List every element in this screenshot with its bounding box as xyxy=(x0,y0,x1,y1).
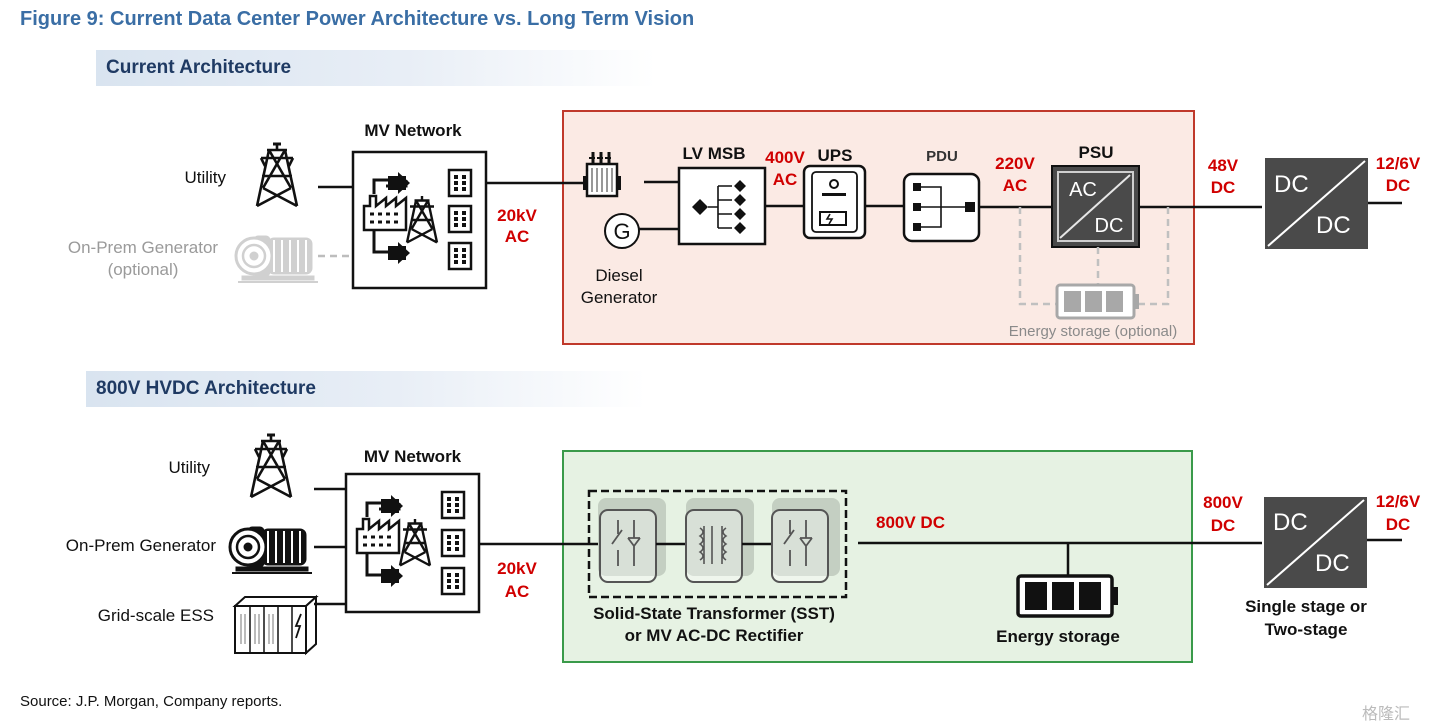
hvdc-dcdc-top-label: DC xyxy=(1273,509,1308,536)
rack-icon xyxy=(440,566,466,596)
voltage-20kv-ac: AC xyxy=(504,227,530,246)
hvdc-voltage-12-6v: 12/6V xyxy=(1375,492,1421,511)
rack-icon xyxy=(447,241,473,271)
transformer-icon xyxy=(685,498,754,583)
voltage-48v: 48V xyxy=(1207,156,1239,175)
sst-container xyxy=(587,489,848,599)
transmission-tower-icon xyxy=(255,142,299,208)
hvdc-voltage-800v-dc: DC xyxy=(1210,516,1236,535)
utility-label: Utility xyxy=(184,168,226,187)
diesel-generator-label: Diesel xyxy=(595,266,643,285)
rack-icon xyxy=(447,204,473,234)
mv-network-label: MV Network xyxy=(364,121,462,140)
section-heading-current: Current Architecture xyxy=(96,50,656,86)
hvdc-voltage-12-6v-dc: DC xyxy=(1385,515,1411,534)
transformer-icon xyxy=(583,152,621,198)
rectifier-icon xyxy=(771,498,840,583)
section-heading-hvdc: 800V HVDC Architecture xyxy=(86,371,646,407)
battery-icon xyxy=(1055,283,1139,320)
hvdc-voltage-800v: 800V xyxy=(1203,493,1243,512)
rack-icon xyxy=(440,528,466,558)
generator-motor-icon xyxy=(234,234,320,284)
voltage-400v: 400V xyxy=(765,148,805,167)
ess-container-icon xyxy=(232,594,319,656)
rectifier-icon xyxy=(598,498,666,583)
source-note: Source: J.P. Morgan, Company reports. xyxy=(20,693,283,710)
pdu-label: PDU xyxy=(926,148,958,165)
rack-icon xyxy=(447,168,473,198)
battery-icon xyxy=(1016,574,1118,618)
hvdc-voltage-20kv-ac: AC xyxy=(504,582,530,601)
voltage-12-6v: 12/6V xyxy=(1375,154,1421,173)
psu-ac-label: AC xyxy=(1069,179,1097,201)
hvdc-energy-storage-label: Energy storage xyxy=(996,627,1120,646)
switchboard-icon xyxy=(677,166,767,246)
voltage-220v: 220V xyxy=(995,154,1035,173)
voltage-20kv: 20kV xyxy=(497,206,537,225)
lv-msb-label: LV MSB xyxy=(682,144,746,163)
optional-label: (optional) xyxy=(107,260,179,279)
grid-ess-label: Grid-scale ESS xyxy=(97,606,214,625)
two-stage-label: Two-stage xyxy=(1264,620,1348,639)
transmission-tower-icon xyxy=(249,433,293,499)
voltage-400v-ac: AC xyxy=(772,170,798,189)
hvdc-onprem-generator-label: On-Prem Generator xyxy=(65,536,216,555)
energy-storage-optional-label: Energy storage (optional) xyxy=(1008,323,1178,340)
hvdc-panel xyxy=(562,450,1193,663)
hvdc-dcdc-bottom-label: DC xyxy=(1315,550,1350,577)
generator-symbol: G xyxy=(613,219,631,244)
hvdc-voltage-20kv: 20kV xyxy=(497,559,537,578)
watermark: 格隆汇 xyxy=(1362,706,1411,723)
ups-label: UPS xyxy=(817,146,853,165)
psu-dc-label: DC xyxy=(1094,215,1124,237)
dcdc-top-label: DC xyxy=(1274,171,1309,198)
voltage-800v-dc: 800V DC xyxy=(876,513,945,532)
single-stage-label: Single stage or xyxy=(1245,597,1367,616)
onprem-generator-label: On-Prem Generator xyxy=(67,238,219,257)
hvdc-mv-network-label: MV Network xyxy=(363,447,462,466)
sst-label: Solid-State Transformer (SST) xyxy=(593,604,835,623)
figure-title: Figure 9: Current Data Center Power Arch… xyxy=(20,8,695,30)
voltage-48v-dc: DC xyxy=(1210,178,1236,197)
generator-motor-icon xyxy=(228,525,314,575)
ups-icon xyxy=(802,164,867,240)
pdu-icon xyxy=(902,172,981,243)
psu-label: PSU xyxy=(1078,143,1114,162)
hvdc-utility-label: Utility xyxy=(168,458,210,477)
rack-icon xyxy=(440,490,466,520)
dcdc-bottom-label: DC xyxy=(1316,212,1351,239)
diesel-generator-label-2: Generator xyxy=(580,288,658,307)
sst-label-2: or MV AC-DC Rectifier xyxy=(624,626,804,645)
voltage-12-6v-dc: DC xyxy=(1385,176,1411,195)
voltage-220v-ac: AC xyxy=(1002,176,1028,195)
